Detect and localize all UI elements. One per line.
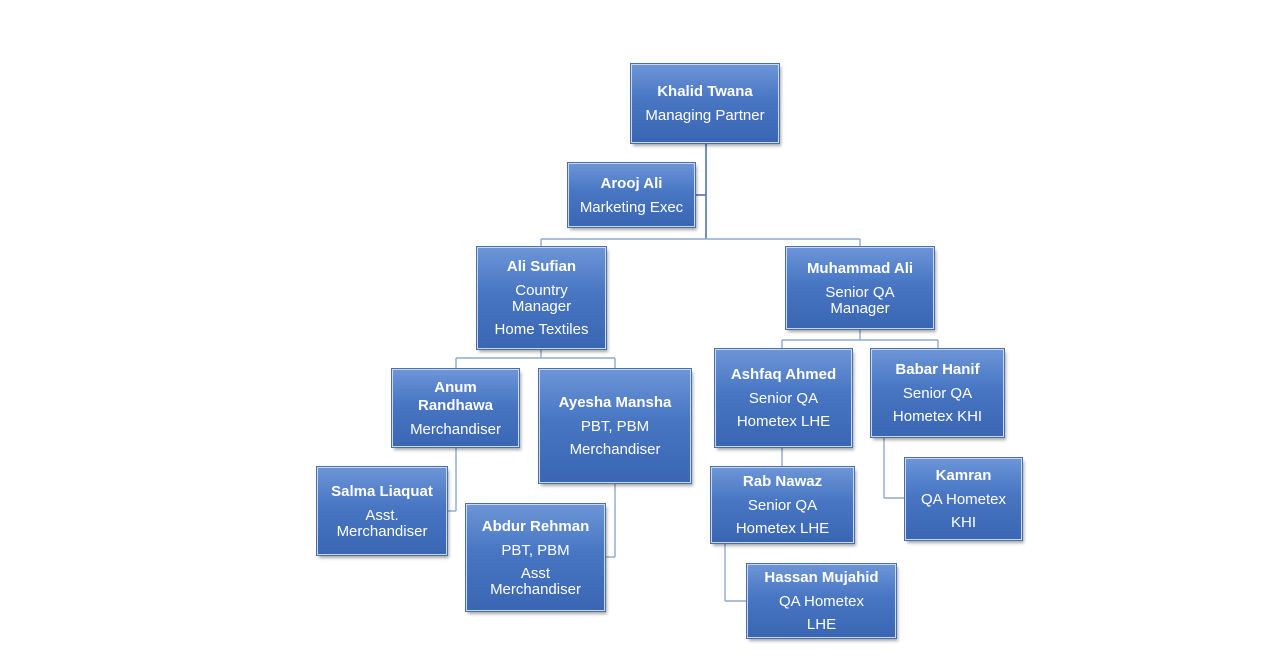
node-name: Khalid Twana — [657, 83, 753, 100]
node-abdur-rehman[interactable]: Abdur Rehman PBT, PBM Asst Merchandiser — [465, 503, 606, 612]
node-name: Anum Randhawa — [417, 378, 493, 414]
node-rab-nawaz[interactable]: Rab Nawaz Senior QA Hometex LHE — [710, 466, 855, 544]
node-title-3: Home Textiles — [494, 321, 589, 338]
node-ayesha-mansha[interactable]: Ayesha Mansha PBT, PBM Merchandiser — [538, 368, 692, 484]
node-title-2: LHE — [806, 616, 837, 633]
node-name: Rab Nawaz — [742, 473, 823, 490]
node-title-2: KHI — [950, 514, 976, 531]
node-title-2: Hometex KHI — [892, 408, 983, 425]
node-title-1: PBT, PBM — [501, 541, 570, 559]
node-title: Marketing Exec — [579, 198, 684, 216]
node-title-1: Asst. — [365, 506, 399, 524]
node-name: Muhammad Ali — [806, 259, 914, 277]
node-title-1: Senior QA — [825, 283, 895, 301]
node-title-1: Senior QA — [747, 497, 818, 514]
node-title-1: Senior QA — [748, 390, 819, 407]
node-name: Arooj Ali — [600, 174, 663, 192]
node-title-1: QA Hometex — [778, 593, 865, 610]
node-title: Merchandiser — [410, 420, 501, 438]
node-name: Ashfaq Ahmed — [730, 366, 837, 383]
node-name: Abdur Rehman — [481, 517, 590, 535]
node-hassan-mujahid[interactable]: Hassan Mujahid QA Hometex LHE — [746, 563, 897, 639]
node-ali-sufian[interactable]: Ali Sufian Country Manager Home Textiles — [476, 246, 607, 350]
node-name: Ali Sufian — [506, 258, 577, 275]
node-kamran[interactable]: Kamran QA Hometex KHI — [904, 457, 1023, 541]
node-title-1: Country — [515, 282, 568, 299]
node-title-1: PBT, PBM — [580, 418, 650, 435]
node-title-2: Hometex LHE — [736, 413, 831, 430]
node-title-2: Merchandiser — [336, 522, 428, 540]
node-name: Salma Liaquat — [331, 482, 433, 500]
node-title-2: Hometex LHE — [735, 520, 830, 537]
node-muhammad-ali[interactable]: Muhammad Ali Senior QA Manager — [785, 246, 935, 330]
node-salma-liaquat[interactable]: Salma Liaquat Asst. Merchandiser — [316, 466, 448, 556]
node-title-2: Manager — [830, 299, 890, 317]
node-khalid-twana[interactable]: Khalid Twana Managing Partner — [630, 63, 780, 144]
node-name: Kamran — [935, 467, 992, 484]
node-name: Ayesha Mansha — [558, 394, 672, 411]
node-babar-hanif[interactable]: Babar Hanif Senior QA Hometex KHI — [870, 348, 1005, 438]
node-ashfaq-ahmed[interactable]: Ashfaq Ahmed Senior QA Hometex LHE — [714, 348, 853, 448]
node-title-2: Manager — [511, 298, 572, 315]
node-title-2: Merchandiser — [569, 441, 661, 458]
node-name: Hassan Mujahid — [764, 569, 879, 586]
node-title-3: Merchandiser — [490, 580, 581, 598]
node-title-1: QA Hometex — [920, 491, 1007, 508]
node-anum-randhawa[interactable]: Anum Randhawa Merchandiser — [391, 368, 520, 448]
node-title: Managing Partner — [645, 107, 765, 124]
node-title-2: Asst — [520, 564, 551, 582]
node-arooj-ali[interactable]: Arooj Ali Marketing Exec — [567, 162, 696, 228]
node-title-1: Senior QA — [902, 385, 973, 402]
node-name: Babar Hanif — [895, 361, 980, 378]
